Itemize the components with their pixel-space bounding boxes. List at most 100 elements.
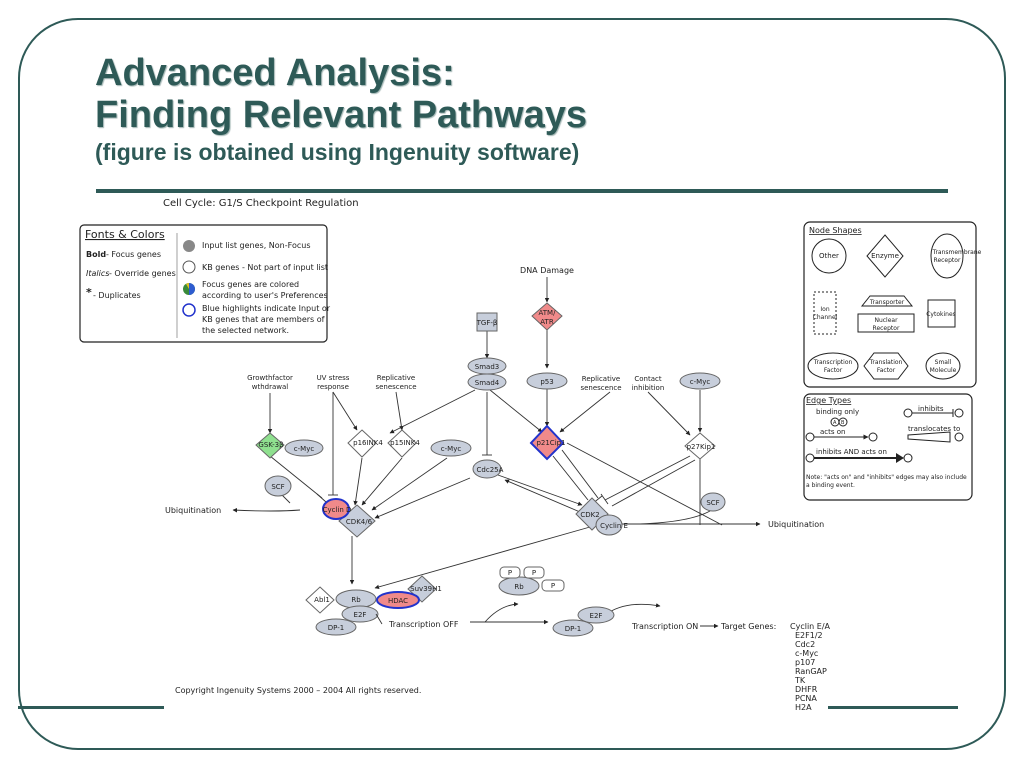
node-dna-damage: DNA Damage bbox=[520, 266, 574, 275]
node-gsk3b bbox=[255, 432, 285, 459]
title-line-1: Advanced Analysis: bbox=[95, 52, 455, 94]
node-p16 bbox=[347, 429, 377, 458]
target-gene-item: DHFR bbox=[795, 685, 818, 694]
node-cmyc-mid bbox=[430, 439, 472, 457]
node-ubiquitination-left: Ubiquitination bbox=[165, 506, 221, 515]
edge-acts-on-label: acts on bbox=[820, 428, 845, 436]
node-cycline bbox=[595, 514, 623, 536]
title-line-2: Finding Relevant Pathways bbox=[95, 94, 587, 136]
node-cmyc-left-label: c-Myc bbox=[294, 445, 315, 453]
shape-nuclear-label-2: Receptor bbox=[873, 325, 900, 332]
node-p53-label: p53 bbox=[540, 378, 553, 386]
gray-circle-icon bbox=[183, 240, 195, 252]
node-p-1 bbox=[499, 566, 521, 579]
shape-sm-label-1: Small bbox=[935, 359, 952, 366]
node-cmyc-mid-label: c-Myc bbox=[441, 445, 462, 453]
node-hdac bbox=[376, 591, 420, 609]
pathway-nodes: DNA Damage ATM/ ATR TGF-β Smad3 Smad4 p5… bbox=[165, 266, 831, 712]
node-atm-label: ATM/ bbox=[539, 309, 557, 317]
node-repl-label-4: senescence bbox=[580, 384, 621, 392]
node-p-3 bbox=[541, 579, 565, 592]
node-cdc25a bbox=[472, 459, 502, 479]
node-p-2-label: P bbox=[532, 569, 536, 577]
node-ubiquitination-right: Ubiquitination bbox=[768, 520, 824, 529]
node-target-genes: Target Genes: bbox=[720, 622, 776, 631]
node-p-3-label: P bbox=[551, 582, 555, 590]
node-cyclind-label: Cyclin D bbox=[323, 506, 352, 514]
legend-item4c: the selected network. bbox=[202, 326, 289, 335]
legend-bold: Bold bbox=[86, 250, 106, 259]
legend-fonts-colors: Fonts & Colors Bold - Focus genes Italic… bbox=[79, 224, 331, 343]
target-gene-item: p107 bbox=[795, 658, 815, 667]
target-gene-item: c-Myc bbox=[795, 649, 818, 658]
edge-inhibits-acts-label: inhibits AND acts on bbox=[816, 448, 887, 456]
node-uv-label-2: response bbox=[317, 383, 349, 391]
target-gene-item: E2F1/2 bbox=[795, 631, 823, 640]
node-p16-label: p16INK4 bbox=[353, 439, 383, 447]
node-p-1-label: P bbox=[508, 569, 512, 577]
shape-transporter-label: Transporter bbox=[869, 299, 905, 306]
node-cmyc-left bbox=[284, 439, 324, 457]
node-dp1-right-label: DP-1 bbox=[565, 625, 581, 633]
node-p15-label: p15INK4 bbox=[390, 439, 420, 447]
shape-tm-label-2: Receptor bbox=[934, 257, 961, 264]
node-transcription-off: Transcription OFF bbox=[388, 620, 459, 629]
shape-enzyme-label: Enzyme bbox=[871, 252, 899, 260]
node-cdk46-label: CDK4/6 bbox=[346, 518, 373, 526]
node-scf-right bbox=[700, 492, 726, 512]
legend-italics-desc: - Override genes bbox=[109, 269, 176, 278]
figure-copyright: Copyright Ingenuity Systems 2000 – 2004 … bbox=[175, 686, 421, 695]
node-repl-label-1: Replicative bbox=[377, 374, 415, 382]
node-hdac-label: HDAC bbox=[388, 597, 408, 605]
legend-item2: KB genes - Not part of input list bbox=[202, 263, 328, 272]
blue-circle-icon bbox=[182, 303, 196, 317]
legend-edge-types: Edge Types binding only A B acts on inhi… bbox=[803, 393, 973, 501]
node-dp1-left bbox=[315, 618, 357, 636]
transporter-shape-icon bbox=[860, 295, 914, 307]
node-repl-label-3: Replicative bbox=[582, 375, 620, 383]
target-gene-item: PCNA bbox=[795, 694, 817, 703]
target-gene-list: Cyclin E/AE2F1/2Cdc2c-Mycp107RanGAPTKDHF… bbox=[790, 622, 831, 712]
node-suv39h1-label: Suv39H1 bbox=[410, 585, 442, 593]
node-scf-right-label: SCF bbox=[706, 499, 719, 507]
legend-node-shapes: Node Shapes Other Enzyme Transmembrane R… bbox=[803, 221, 982, 388]
node-uv-label-1: UV stress bbox=[317, 374, 350, 382]
node-atm-atr bbox=[531, 302, 563, 331]
node-dp1-right bbox=[552, 619, 594, 637]
node-dp1-left-label: DP-1 bbox=[328, 624, 344, 632]
node-cyclind bbox=[322, 498, 350, 520]
figure-title: Cell Cycle: G1/S Checkpoint Regulation bbox=[163, 198, 359, 209]
legend-item4b: KB genes that are members of bbox=[202, 315, 325, 324]
transcription-factor-shape-icon bbox=[807, 352, 859, 380]
legend-bold-desc: - Focus genes bbox=[106, 250, 161, 259]
ion-channel-shape-icon bbox=[813, 291, 837, 335]
edge-translocates-label: translocates to bbox=[908, 425, 960, 433]
pathway-edges bbox=[232, 277, 761, 629]
legend-star-desc: - Duplicates bbox=[93, 291, 141, 300]
node-contact-label-2: inhibition bbox=[632, 384, 665, 392]
node-e2f-right-label: E2F bbox=[590, 612, 603, 620]
node-p27 bbox=[684, 432, 716, 460]
subtitle: (figure is obtained using Ingenuity soft… bbox=[95, 139, 580, 165]
node-atr-label: ATR bbox=[540, 318, 554, 326]
node-cmyc-top bbox=[679, 372, 721, 390]
target-gene-item: RanGAP bbox=[795, 667, 827, 676]
legend-fonts-heading: Fonts & Colors bbox=[85, 228, 165, 241]
shape-ion-label-2: Channel bbox=[813, 314, 838, 321]
target-gene-item: Cyclin E/A bbox=[790, 622, 831, 631]
shape-tm-label-1: Transmembrane bbox=[932, 249, 982, 256]
node-p21 bbox=[529, 424, 565, 461]
target-gene-item: TK bbox=[794, 676, 806, 685]
edge-binding-b: B bbox=[841, 420, 845, 426]
node-rb-right-label: Rb bbox=[514, 583, 524, 591]
node-contact-label-1: Contact bbox=[634, 375, 661, 383]
node-abl1 bbox=[305, 586, 335, 614]
node-rb-left-label: Rb bbox=[351, 596, 361, 604]
node-smad3-label: Smad3 bbox=[475, 363, 499, 371]
node-p27-label: p27Kip1 bbox=[687, 443, 716, 451]
legend-shapes-heading: Node Shapes bbox=[809, 226, 862, 235]
small-molecule-shape-icon bbox=[925, 352, 961, 380]
edge-binding-a: A bbox=[833, 420, 837, 426]
node-e2f-left bbox=[341, 605, 379, 623]
